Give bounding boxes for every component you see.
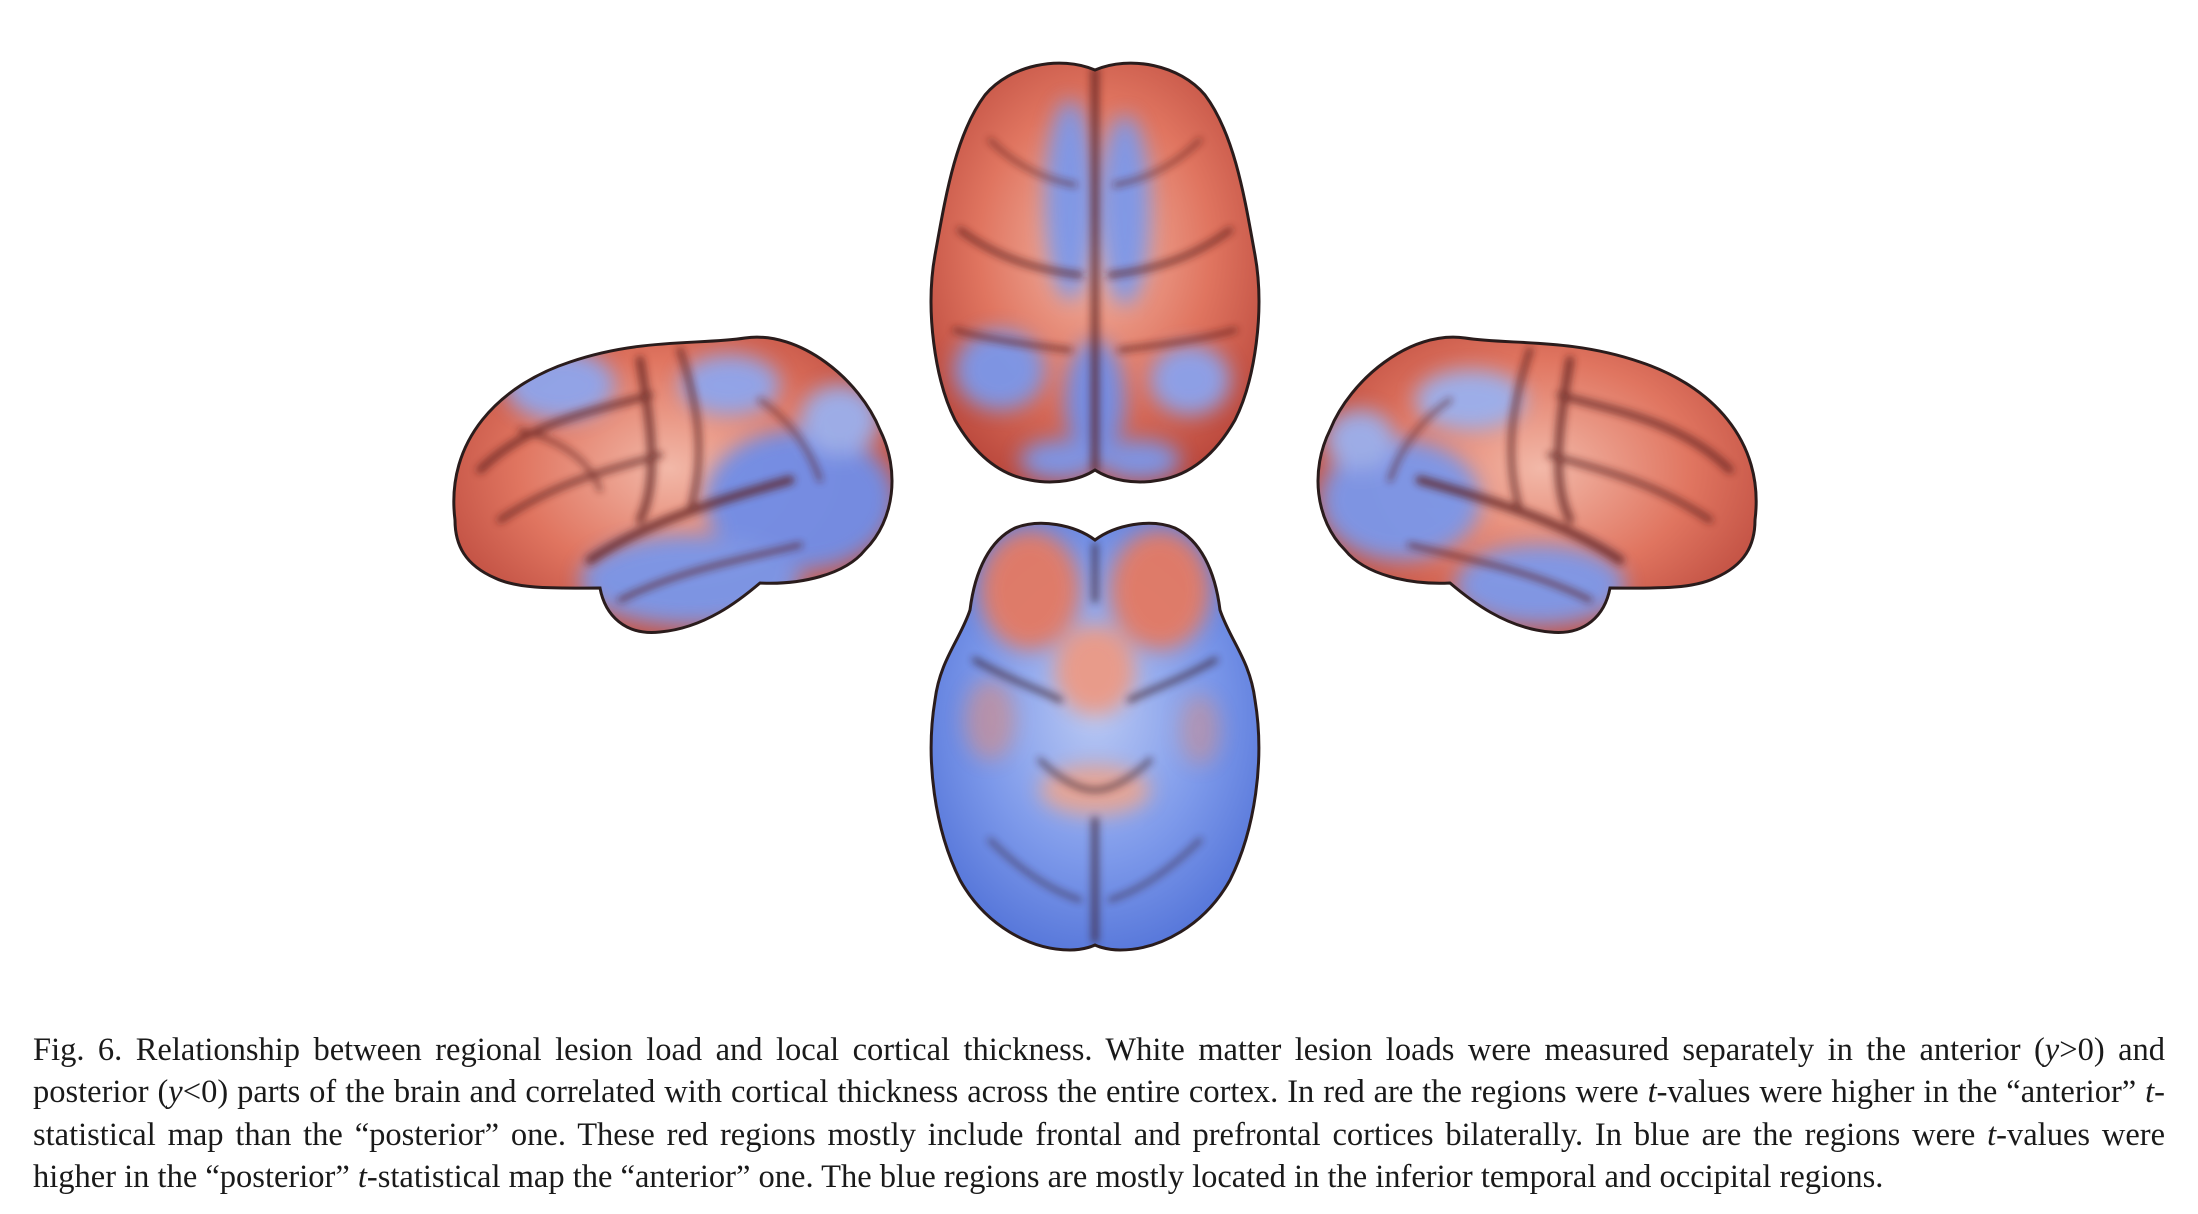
right-lateral-brain-view — [1316, 335, 1758, 634]
caption-text-4: -values were higher in the “anterior” — [1656, 1074, 2146, 1110]
caption-var-y2: y — [168, 1074, 183, 1110]
caption-text-1: Relationship between regional lesion loa… — [122, 1031, 2045, 1068]
caption-text-2: >0) and posterior ( — [33, 1031, 2166, 1111]
caption-var-t1: t — [1647, 1074, 1657, 1110]
brain-figure-svg — [452, 61, 1758, 952]
caption-var-t3: t — [1987, 1116, 1997, 1153]
inferior-brain-view — [929, 521, 1261, 952]
figure-caption: Fig. 6. Relationship between regional le… — [33, 1029, 2165, 1199]
caption-text-6: -values were higher in the “posterior” — [33, 1116, 2165, 1196]
caption-text-7: -statistical map the “anterior” one. The… — [366, 1159, 1884, 1195]
caption-text-3: <0) parts of the brain and correlated wi… — [182, 1074, 1648, 1110]
figure-number: Fig. 6. — [33, 1031, 123, 1068]
caption-text-5: -statistical map than the “posterior” on… — [33, 1074, 2165, 1153]
brain-figure — [452, 61, 1758, 952]
superior-brain-view — [929, 61, 1261, 484]
caption-var-y1: y — [2044, 1031, 2060, 1068]
caption-var-t2: t — [2145, 1074, 2155, 1110]
caption-var-t4: t — [357, 1159, 367, 1195]
left-lateral-brain-view — [452, 335, 894, 634]
